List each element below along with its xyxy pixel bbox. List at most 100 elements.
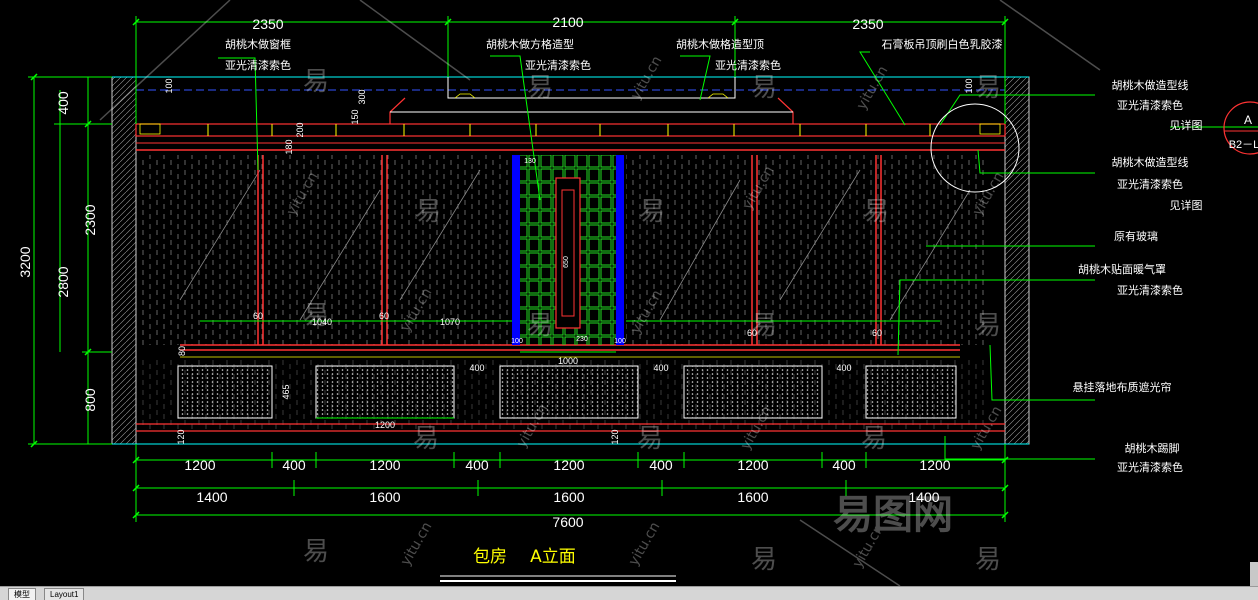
dim-top-2: 2100 [552, 14, 583, 30]
watermark-brand: 易图网 [833, 492, 953, 538]
dim-r1-2: 400 [282, 457, 306, 473]
dim-top-1: 2350 [252, 16, 283, 32]
dim-r2-5: 1400 [908, 489, 939, 505]
title-room: 包房 [473, 547, 507, 567]
label-molding-2-finish: 亚光清漆索色 [1117, 177, 1183, 191]
watermark-14: 易 [861, 424, 887, 454]
dimension-text: 2350 2100 2350 3200 400 2800 800 2300 12… [17, 14, 951, 530]
annotation-labels: 胡桃木做窗框 亚光清漆索色 胡桃木做方格造型 亚光清漆索色 胡桃木做格造型顶 亚… [225, 37, 1203, 474]
label-existing-glass: 原有玻璃 [1114, 229, 1158, 243]
center-grid-panel [512, 155, 624, 345]
cad-drawing: A B2－L 2350 2100 2350 3200 400 2800 800 … [17, 0, 1258, 586]
dimension-ticks [30, 18, 1009, 519]
windows [140, 155, 986, 430]
dim-left-800: 800 [82, 388, 98, 412]
dim-60-c: 60 [747, 328, 757, 338]
label-radiator-cover: 胡桃木贴面暖气罩 [1078, 262, 1166, 276]
dim-left-2300: 2300 [82, 204, 98, 235]
watermark-16: 易 [751, 545, 777, 575]
detail-callout: A B2－L [1223, 101, 1258, 155]
callout-top: A [1244, 113, 1252, 127]
dim-120-a: 120 [176, 429, 186, 444]
dim-r2-3: 1600 [553, 489, 584, 505]
dim-r1-1: 1200 [184, 457, 215, 473]
dimension-lines [28, 16, 1006, 522]
label-molding-1-detail: 见详图 [1170, 118, 1203, 132]
watermark-2: 易 [527, 73, 553, 103]
label-grid-ceiling: 胡桃木做格造型顶 [676, 37, 764, 51]
label-skirting-finish: 亚光清漆索色 [1117, 460, 1183, 474]
dim-r1-9: 1200 [919, 457, 950, 473]
dim-60-b: 60 [379, 311, 389, 321]
label-grid-finish: 亚光清漆索色 [525, 58, 591, 72]
label-grid-ceiling-finish: 亚光清漆索色 [715, 58, 781, 72]
watermark-11: 易 [975, 311, 1001, 341]
label-molding-2-detail: 见详图 [1170, 198, 1203, 212]
watermark-url-11: yitu.cn [398, 519, 436, 568]
watermark-12: 易 [413, 424, 439, 454]
callout-bottom: B2－L [1229, 139, 1258, 151]
dim-120-b: 120 [610, 429, 620, 444]
label-radiator-cover-finish: 亚光清漆索色 [1117, 283, 1183, 297]
label-molding-1: 胡桃木做造型线 [1112, 78, 1189, 92]
dim-300: 300 [357, 89, 367, 104]
dim-650: 650 [563, 256, 570, 268]
dim-130: 130 [524, 158, 536, 165]
label-gypsum-ceiling: 石膏板吊顶刷白色乳胶漆 [882, 37, 1003, 51]
dim-1000: 1000 [558, 356, 578, 366]
tab-model[interactable]: 模型 [8, 588, 36, 600]
label-window-frame-finish: 亚光清漆索色 [225, 58, 291, 72]
dim-100-right: 100 [964, 78, 974, 93]
dim-60-d: 60 [872, 328, 882, 338]
watermark-4: 易 [975, 73, 1001, 103]
dim-80: 80 [177, 346, 187, 356]
watermark-url-3: yitu.cn [628, 53, 666, 102]
tab-layout1[interactable]: Layout1 [44, 588, 85, 600]
watermark-url-12: yitu.cn [626, 519, 664, 568]
dim-100-d: 100 [614, 338, 626, 345]
vertical-scrollbar[interactable] [1250, 562, 1258, 586]
dim-left-outer: 3200 [17, 246, 33, 277]
watermark-13: 易 [637, 424, 663, 454]
dim-100-left: 100 [164, 78, 174, 93]
watermark-9: 易 [527, 311, 553, 341]
watermark-15: 易 [303, 537, 329, 567]
dim-1070: 1070 [440, 317, 460, 327]
dim-r1-4: 400 [465, 457, 489, 473]
layout-tab-bar: 模型 Layout1 [0, 586, 1258, 600]
ceiling [135, 77, 1006, 151]
dim-180: 180 [284, 139, 294, 154]
watermark-3: 易 [751, 73, 777, 103]
side-walls [111, 76, 1030, 445]
label-molding-2: 胡桃木做造型线 [1112, 155, 1189, 169]
watermark-7: 易 [863, 197, 889, 227]
label-skirting: 胡桃木踢脚 [1125, 441, 1180, 455]
skirting [136, 423, 1005, 432]
title-elevation: A立面 [530, 547, 576, 567]
watermark-5: 易 [415, 197, 441, 227]
drawing-title: 包房 A立面 [440, 547, 676, 582]
dim-100-c: 100 [511, 338, 523, 345]
dim-r2-2: 1600 [369, 489, 400, 505]
dim-150: 150 [350, 109, 360, 124]
dim-r1-5: 1200 [553, 457, 584, 473]
small-dimension-text: 100 100 300 150 200 180 60 1040 60 1070 … [164, 78, 974, 444]
dim-left-400: 400 [55, 91, 71, 115]
watermark-8: 易 [303, 301, 329, 331]
dim-r1-7: 1200 [737, 457, 768, 473]
dim-top-3: 2350 [852, 16, 883, 32]
watermark-url-5: yitu.cn [854, 63, 892, 112]
dim-r1-3: 1200 [369, 457, 400, 473]
dim-200: 200 [295, 122, 305, 137]
label-molding-1-finish: 亚光清漆索色 [1117, 98, 1183, 112]
dim-60-a: 60 [253, 311, 263, 321]
watermark-1: 易 [303, 67, 329, 97]
dim-r2-1: 1400 [196, 489, 227, 505]
radiator-covers [177, 365, 957, 419]
leader-lines [218, 51, 1258, 460]
dim-400-b: 400 [653, 363, 668, 373]
dim-left-2800: 2800 [55, 266, 71, 297]
watermark-17: 易 [975, 545, 1001, 575]
dim-465: 465 [281, 384, 291, 399]
dim-r2-4: 1600 [737, 489, 768, 505]
